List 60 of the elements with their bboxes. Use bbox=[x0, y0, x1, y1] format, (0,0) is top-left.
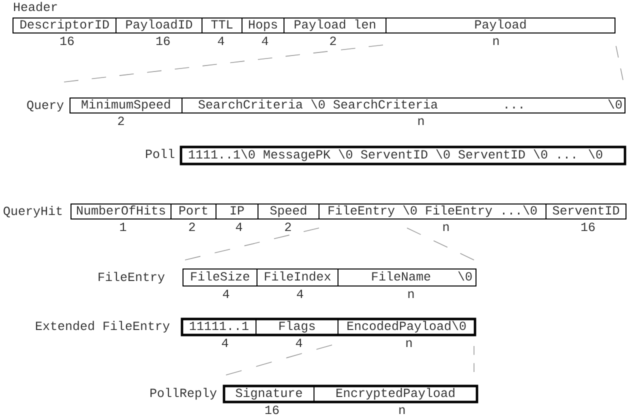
field-cell: EncodedPayload\0 bbox=[338, 318, 476, 336]
field-cell: FileIndex bbox=[256, 268, 338, 286]
field-cell: Payload bbox=[386, 18, 616, 34]
row-title: Query bbox=[27, 100, 64, 112]
size-label: 4 bbox=[218, 36, 224, 45]
node-label: SearchCriteria \0 SearchCriteria bbox=[198, 99, 438, 109]
expansion-line bbox=[184, 228, 320, 260]
field-cell: IP bbox=[216, 204, 258, 220]
size-label: n bbox=[443, 224, 449, 231]
size-label: 4 bbox=[222, 338, 228, 347]
row-title: FileEntry bbox=[98, 272, 165, 284]
field-cell: Signature bbox=[224, 386, 314, 402]
size-label: 4 bbox=[262, 36, 268, 45]
field-cell: Speed bbox=[258, 204, 320, 220]
expansion-line bbox=[406, 228, 474, 260]
field-cell: FileName \0 bbox=[338, 268, 476, 286]
expansion-line bbox=[64, 44, 384, 82]
field-cell: NumberOfHits bbox=[70, 204, 172, 220]
size-label: 2 bbox=[285, 222, 291, 231]
field-cell: MinimumSpeed bbox=[70, 98, 182, 114]
node-label: ... bbox=[506, 106, 522, 108]
size-label: 1 bbox=[120, 222, 126, 231]
field-cell: ServentID bbox=[546, 204, 626, 220]
size-label: 16 bbox=[581, 222, 595, 232]
row-title: QueryHit bbox=[4, 206, 62, 218]
size-label: n bbox=[493, 38, 499, 45]
size-label: 2 bbox=[189, 222, 195, 231]
size-label: n bbox=[406, 340, 412, 347]
field-cell: FileSize bbox=[182, 268, 258, 286]
row-title: Extended FileEntry bbox=[36, 320, 170, 333]
field-cell: PayloadID bbox=[116, 18, 202, 34]
expansion-line bbox=[616, 46, 624, 80]
field-cell: 1111..1\0 MessagePK \0 ServentID \0 ServentID \0 ... \0 bbox=[180, 146, 626, 166]
size-label: n bbox=[399, 407, 405, 414]
size-label: 16 bbox=[265, 406, 279, 414]
size-label: n bbox=[418, 118, 424, 125]
field-cell: SearchCriteria \0 SearchCriteria ... \0 bbox=[182, 98, 626, 114]
field-cell: Flags bbox=[256, 318, 338, 336]
field-cell: Port bbox=[170, 204, 216, 220]
size-label: 4 bbox=[236, 222, 242, 231]
size-label: 2 bbox=[330, 36, 336, 45]
field-cell: Hops bbox=[242, 18, 284, 34]
row-title: Poll bbox=[146, 148, 174, 158]
size-label: 16 bbox=[156, 36, 170, 46]
size-label: 4 bbox=[296, 338, 302, 347]
size-label: 4 bbox=[222, 290, 230, 298]
size-label: 16 bbox=[60, 36, 74, 46]
field-cell: TTL bbox=[202, 18, 242, 34]
node-label: \0 bbox=[608, 99, 622, 109]
field-cell: 11111..1 bbox=[182, 318, 256, 336]
field-cell: Payload len bbox=[284, 18, 386, 34]
row-title: Header bbox=[14, 2, 57, 12]
row-title: PollReply bbox=[150, 388, 217, 400]
size-label: 4 bbox=[296, 290, 304, 298]
field-cell: FileEntry \0 FileEntry ...\0 bbox=[318, 204, 546, 220]
size-label: n bbox=[408, 291, 414, 298]
field-cell: EncryptedPayload bbox=[314, 386, 478, 402]
expansion-line bbox=[226, 344, 332, 376]
size-label: 2 bbox=[118, 116, 124, 125]
field-cell: DescriptorID bbox=[12, 18, 116, 34]
